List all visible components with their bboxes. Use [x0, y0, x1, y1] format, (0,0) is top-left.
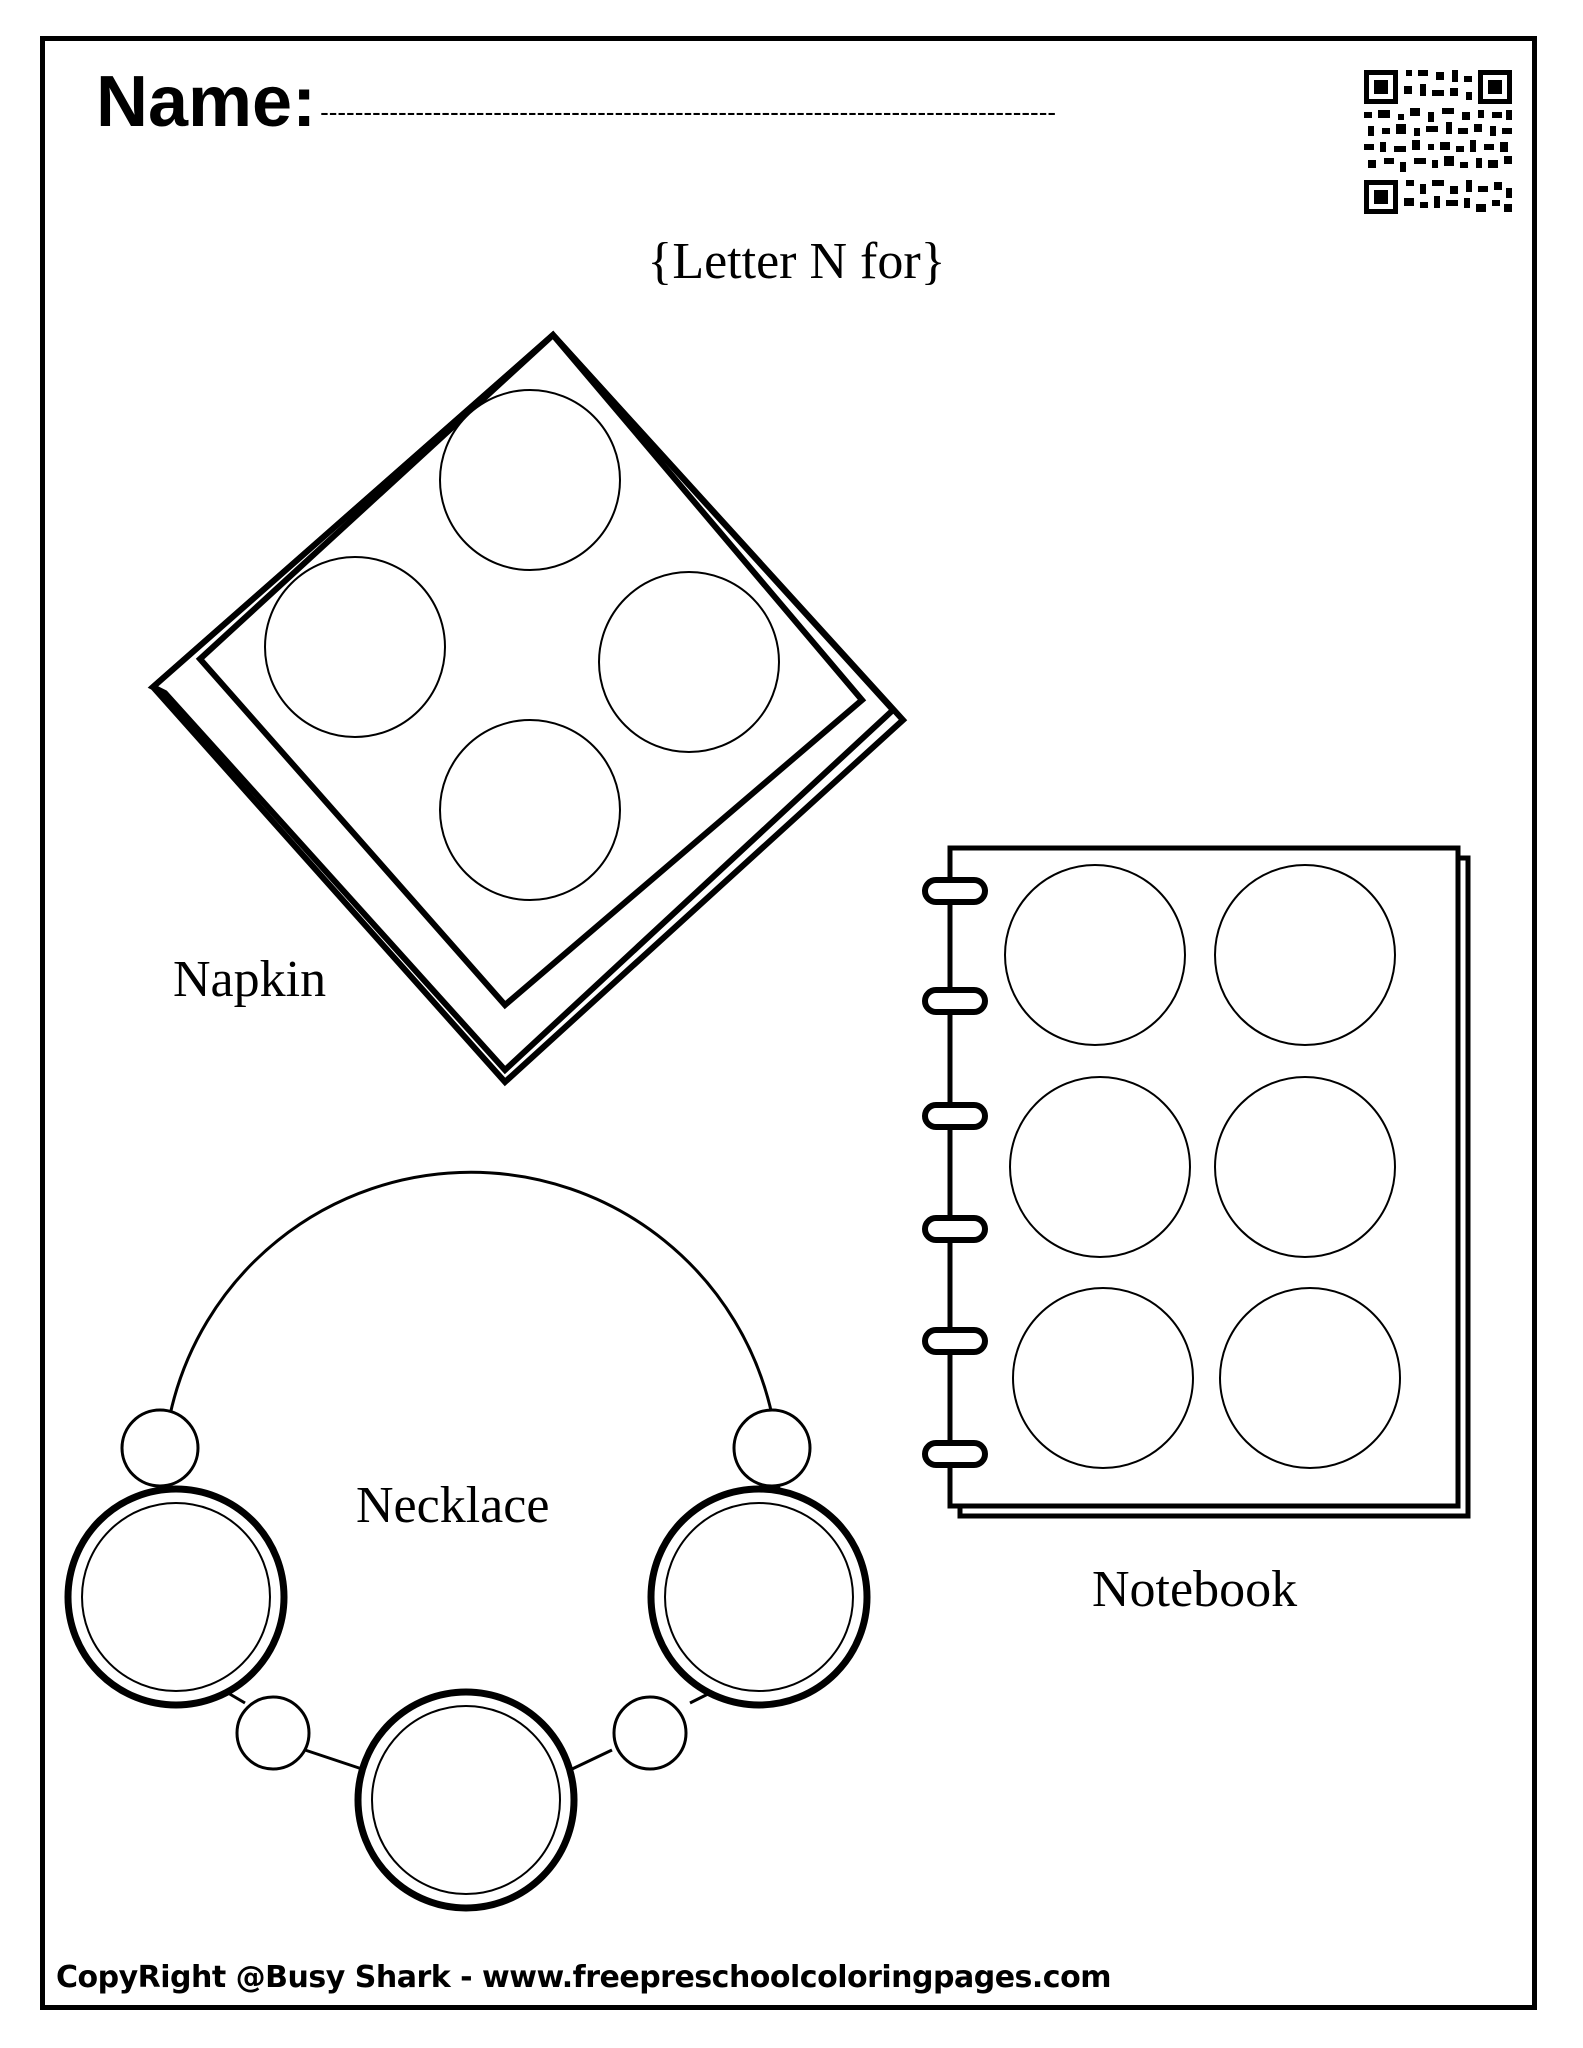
name-row: Name: ----------------------------------… — [96, 66, 1080, 138]
spiral-ring-icon — [922, 1102, 988, 1130]
napkin-illustration — [147, 330, 908, 1087]
title-text: {Letter N for} — [647, 233, 946, 290]
spiral-ring-icon — [922, 1327, 988, 1355]
necklace-illustration — [64, 1170, 871, 1912]
spiral-ring-icon — [922, 1440, 988, 1468]
notebook-circle-2 — [1214, 864, 1396, 1046]
napkin-label: Napkin — [173, 951, 327, 1008]
necklace-small-bead — [235, 1695, 311, 1771]
napkin-front-layer — [195, 330, 867, 1010]
necklace-chain — [168, 1170, 774, 1416]
notebook-circle-4 — [1214, 1076, 1396, 1258]
necklace-small-bead — [612, 1695, 688, 1771]
necklace-small-bead — [120, 1408, 200, 1488]
necklace-label: Necklace — [356, 1477, 550, 1534]
notebook-spiral-rings — [922, 877, 988, 1468]
spiral-ring-icon — [922, 877, 988, 905]
necklace-small-bead — [732, 1408, 812, 1488]
spiral-ring-icon — [922, 987, 988, 1015]
notebook-label: Notebook — [1092, 1561, 1298, 1618]
page-title: {Letter N for} — [0, 232, 1583, 291]
notebook-circle-1 — [1004, 864, 1186, 1046]
notebook-circle-3 — [1009, 1076, 1191, 1258]
name-label: Name: — [96, 62, 317, 142]
footer-copyright: CopyRight @Busy Shark - www.freepreschoo… — [56, 1960, 1111, 1995]
notebook-circle-5 — [1012, 1287, 1194, 1469]
qr-code-icon — [1362, 68, 1514, 216]
name-input-line[interactable]: ----------------------------------------… — [320, 97, 1057, 127]
page-frame — [40, 36, 1537, 2010]
napkin-circle-left — [264, 556, 446, 738]
notebook-illustration — [922, 845, 1471, 1519]
napkin-circle-right — [598, 571, 780, 753]
notebook-circle-6 — [1219, 1287, 1401, 1469]
napkin-circle-top — [439, 389, 621, 571]
napkin-circle-bottom — [439, 719, 621, 901]
spiral-ring-icon — [922, 1215, 988, 1243]
